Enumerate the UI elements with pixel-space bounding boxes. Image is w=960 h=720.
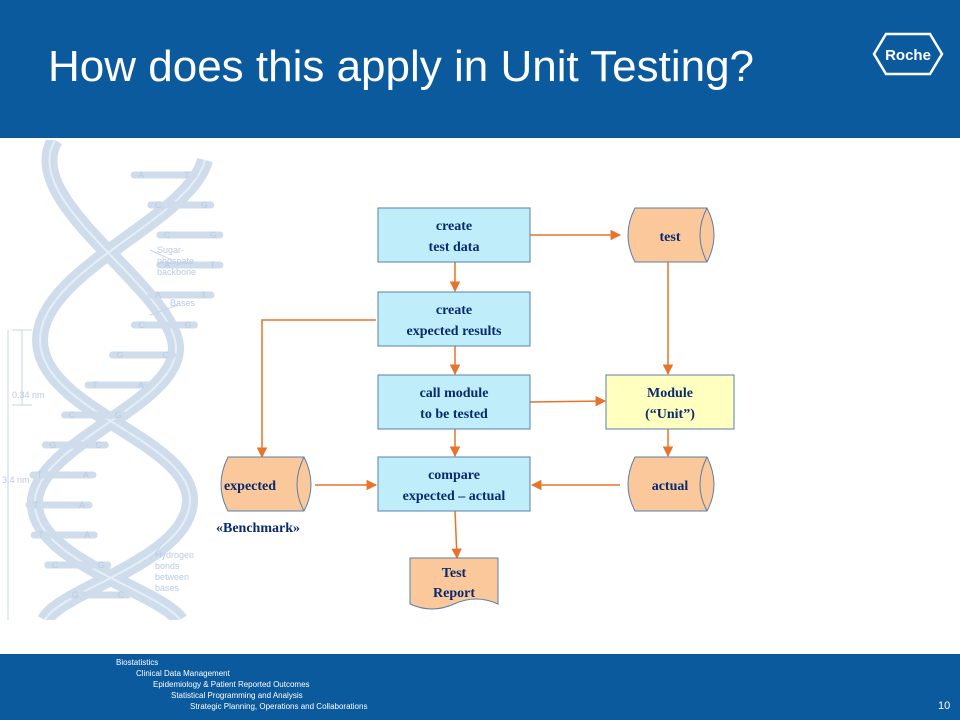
box-module-unit: Module (“Unit”): [605, 374, 735, 430]
page-number: 10: [938, 700, 951, 712]
benchmark-label: «Benchmark»: [216, 521, 300, 536]
dna-base-right: G: [210, 230, 217, 240]
header-bar: [0, 0, 960, 138]
doc-test-report-line2: Report: [433, 586, 475, 601]
box-compare-line2: expected – actual: [403, 489, 506, 504]
store-test: test: [627, 207, 715, 263]
dna-base-left: C: [69, 410, 76, 420]
dna-label-hydrogen: Hydrogen: [155, 550, 194, 560]
box-compare: compare expected – actual: [377, 456, 531, 512]
dna-base-right: G: [184, 320, 191, 330]
box-create-test-data: create test data: [377, 207, 531, 263]
box-create-test-data-line2: test data: [429, 240, 480, 255]
arrow-call-to-module: [529, 395, 607, 407]
store-actual: actual: [627, 456, 715, 512]
dna-label-backbone: backbone: [157, 267, 196, 277]
dna-base-right: T: [210, 260, 216, 270]
footer-line-statistical: Statistical Programming and Analysis: [171, 691, 303, 700]
store-test-label: test: [660, 230, 681, 245]
roche-logo-text: Roche: [885, 47, 931, 64]
dna-label-between: between: [155, 572, 189, 582]
dna-base-left: G: [116, 350, 123, 360]
dna-base-right: A: [138, 380, 144, 390]
store-expected-label: expected: [224, 479, 276, 494]
box-create-expected-line1: create: [436, 303, 472, 318]
box-call-module-line1: call module: [420, 386, 489, 401]
footer-line-strategic: Strategic Planning, Operations and Colla…: [190, 702, 368, 711]
box-create-test-data-line1: create: [436, 219, 472, 234]
footer-line-clinical: Clinical Data Management: [136, 669, 230, 678]
dna-label-034nm: 0.34 nm: [12, 390, 45, 400]
dna-base-left: T: [33, 500, 39, 510]
box-module-line1: Module: [647, 386, 693, 401]
dna-base-left: C: [155, 200, 162, 210]
flow-arrows: [256, 229, 674, 560]
slide-title: How does this apply in Unit Testing?: [48, 42, 755, 91]
store-actual-label: actual: [652, 479, 689, 494]
footer-line-biostatistics: Biostatistics: [116, 658, 159, 667]
dna-base-left: G: [72, 590, 79, 600]
footer-bar: Biostatistics Clinical Data Management E…: [0, 654, 960, 720]
dna-base-left: A: [164, 260, 170, 270]
dna-label-sugar: Sugar-: [157, 245, 184, 255]
box-create-expected-line2: expected results: [407, 324, 503, 339]
dna-base-left: T: [92, 380, 98, 390]
arrow-compare-to-report: [451, 510, 462, 560]
box-call-module-line2: to be tested: [420, 407, 488, 422]
store-expected: expected: [220, 456, 312, 512]
dna-base-left: T: [37, 470, 43, 480]
dna-base-right: A: [84, 530, 90, 540]
dna-label-bases: Bases: [170, 298, 196, 308]
dna-measure: [7, 249, 179, 620]
box-compare-line1: compare: [428, 468, 480, 483]
dna-base-right: G: [201, 200, 208, 210]
dna-base-left: G: [49, 440, 56, 450]
box-create-expected-results: create expected results: [377, 291, 531, 347]
dna-label-bonds: bonds: [155, 561, 180, 571]
dna-label-bases-2: bases: [155, 583, 180, 593]
doc-test-report-line1: Test: [442, 566, 467, 581]
dna-base-right: A: [83, 470, 89, 480]
dna-base-left: A: [155, 290, 161, 300]
dna-base-right: T: [201, 290, 207, 300]
dna-base-right: G: [98, 560, 105, 570]
doc-test-report: Test Report: [409, 557, 499, 610]
dna-base-right: A: [79, 500, 85, 510]
box-module-line2: (“Unit”): [645, 407, 695, 422]
dna-base-left: C: [52, 560, 59, 570]
arrow-expected-results-to-store: [256, 319, 376, 459]
dna-base-left: C: [164, 230, 171, 240]
dna-base-left: C: [138, 320, 145, 330]
footer-line-epidemiology: Epidemiology & Patient Reported Outcomes: [153, 680, 310, 689]
dna-base-right: C: [162, 350, 169, 360]
dna-base-right: G: [115, 410, 122, 420]
dna-base-right: C: [95, 440, 102, 450]
dna-base-right: T: [184, 170, 190, 180]
dna-base-right: C: [118, 590, 125, 600]
roche-logo: Roche: [872, 32, 944, 76]
dna-label-phosphate: phospate: [157, 256, 194, 266]
dna-base-left: A: [138, 170, 144, 180]
box-call-module: call module to be tested: [377, 374, 531, 430]
dna-base-left: T: [38, 530, 44, 540]
dna-label-34nm: 3.4 nm: [2, 475, 30, 485]
